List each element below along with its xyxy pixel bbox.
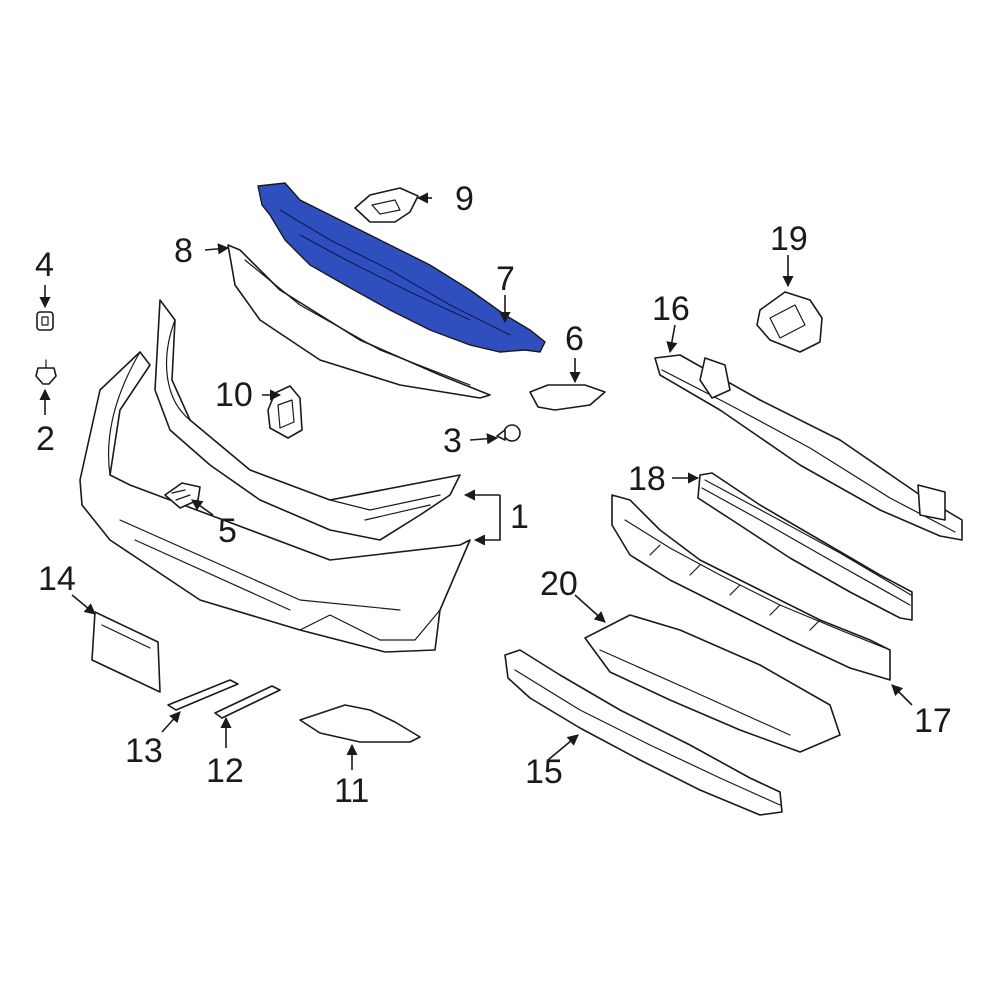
- part-13-trim-strip[interactable]: [167, 679, 239, 711]
- callout-14[interactable]: 14: [38, 560, 76, 598]
- callout-18[interactable]: 18: [628, 460, 666, 498]
- callout-19[interactable]: 19: [770, 220, 808, 258]
- callout-6[interactable]: 6: [565, 320, 584, 358]
- callout-9[interactable]: 9: [455, 180, 474, 218]
- part-2-push-pin[interactable]: [35, 359, 57, 385]
- callout-15[interactable]: 15: [525, 753, 563, 791]
- part-10-bracket[interactable]: [267, 385, 303, 439]
- callout-2[interactable]: 2: [36, 420, 55, 458]
- part-1-bumper-cover[interactable]: [79, 299, 471, 653]
- callout-20[interactable]: 20: [540, 565, 578, 603]
- callout-5[interactable]: 5: [218, 512, 237, 550]
- part-14-plate-bracket[interactable]: [91, 611, 161, 693]
- callout-11[interactable]: 11: [334, 772, 369, 810]
- part-11-lower-cover[interactable]: [299, 704, 421, 743]
- leader-lines: [39, 192, 913, 770]
- callout-13[interactable]: 13: [125, 732, 163, 770]
- part-20-undertray[interactable]: [584, 614, 841, 753]
- part-18-absorber-bar[interactable]: [697, 472, 913, 621]
- part-4-retainer[interactable]: [36, 311, 54, 331]
- callout-12[interactable]: 12: [206, 752, 244, 790]
- part-15-lower-support[interactable]: [504, 649, 783, 816]
- callout-16[interactable]: 16: [652, 290, 690, 328]
- part-16-reinforcement[interactable]: [654, 354, 963, 541]
- callout-3[interactable]: 3: [443, 422, 462, 460]
- callout-4[interactable]: 4: [35, 246, 54, 284]
- callout-1[interactable]: 1: [510, 498, 529, 536]
- callout-17[interactable]: 17: [914, 702, 952, 740]
- part-8-upper-trim[interactable]: [227, 244, 491, 399]
- callout-7[interactable]: 7: [496, 260, 515, 298]
- part-6-cover[interactable]: [529, 384, 606, 411]
- callout-labels: 9 8 7 6 3 10 4 2 5 1 16 19 18 17 20 15 1…: [35, 180, 952, 810]
- callout-10[interactable]: 10: [215, 376, 253, 414]
- part-19-mount-bracket[interactable]: [756, 291, 823, 353]
- callout-8[interactable]: 8: [174, 232, 193, 270]
- part-9-bracket[interactable]: [354, 187, 419, 223]
- part-3-screw[interactable]: [496, 424, 521, 442]
- part-17-lower-absorber[interactable]: [611, 494, 891, 681]
- part-12-trim-strip[interactable]: [214, 685, 281, 719]
- part-7-highlighted-absorber[interactable]: [257, 182, 546, 353]
